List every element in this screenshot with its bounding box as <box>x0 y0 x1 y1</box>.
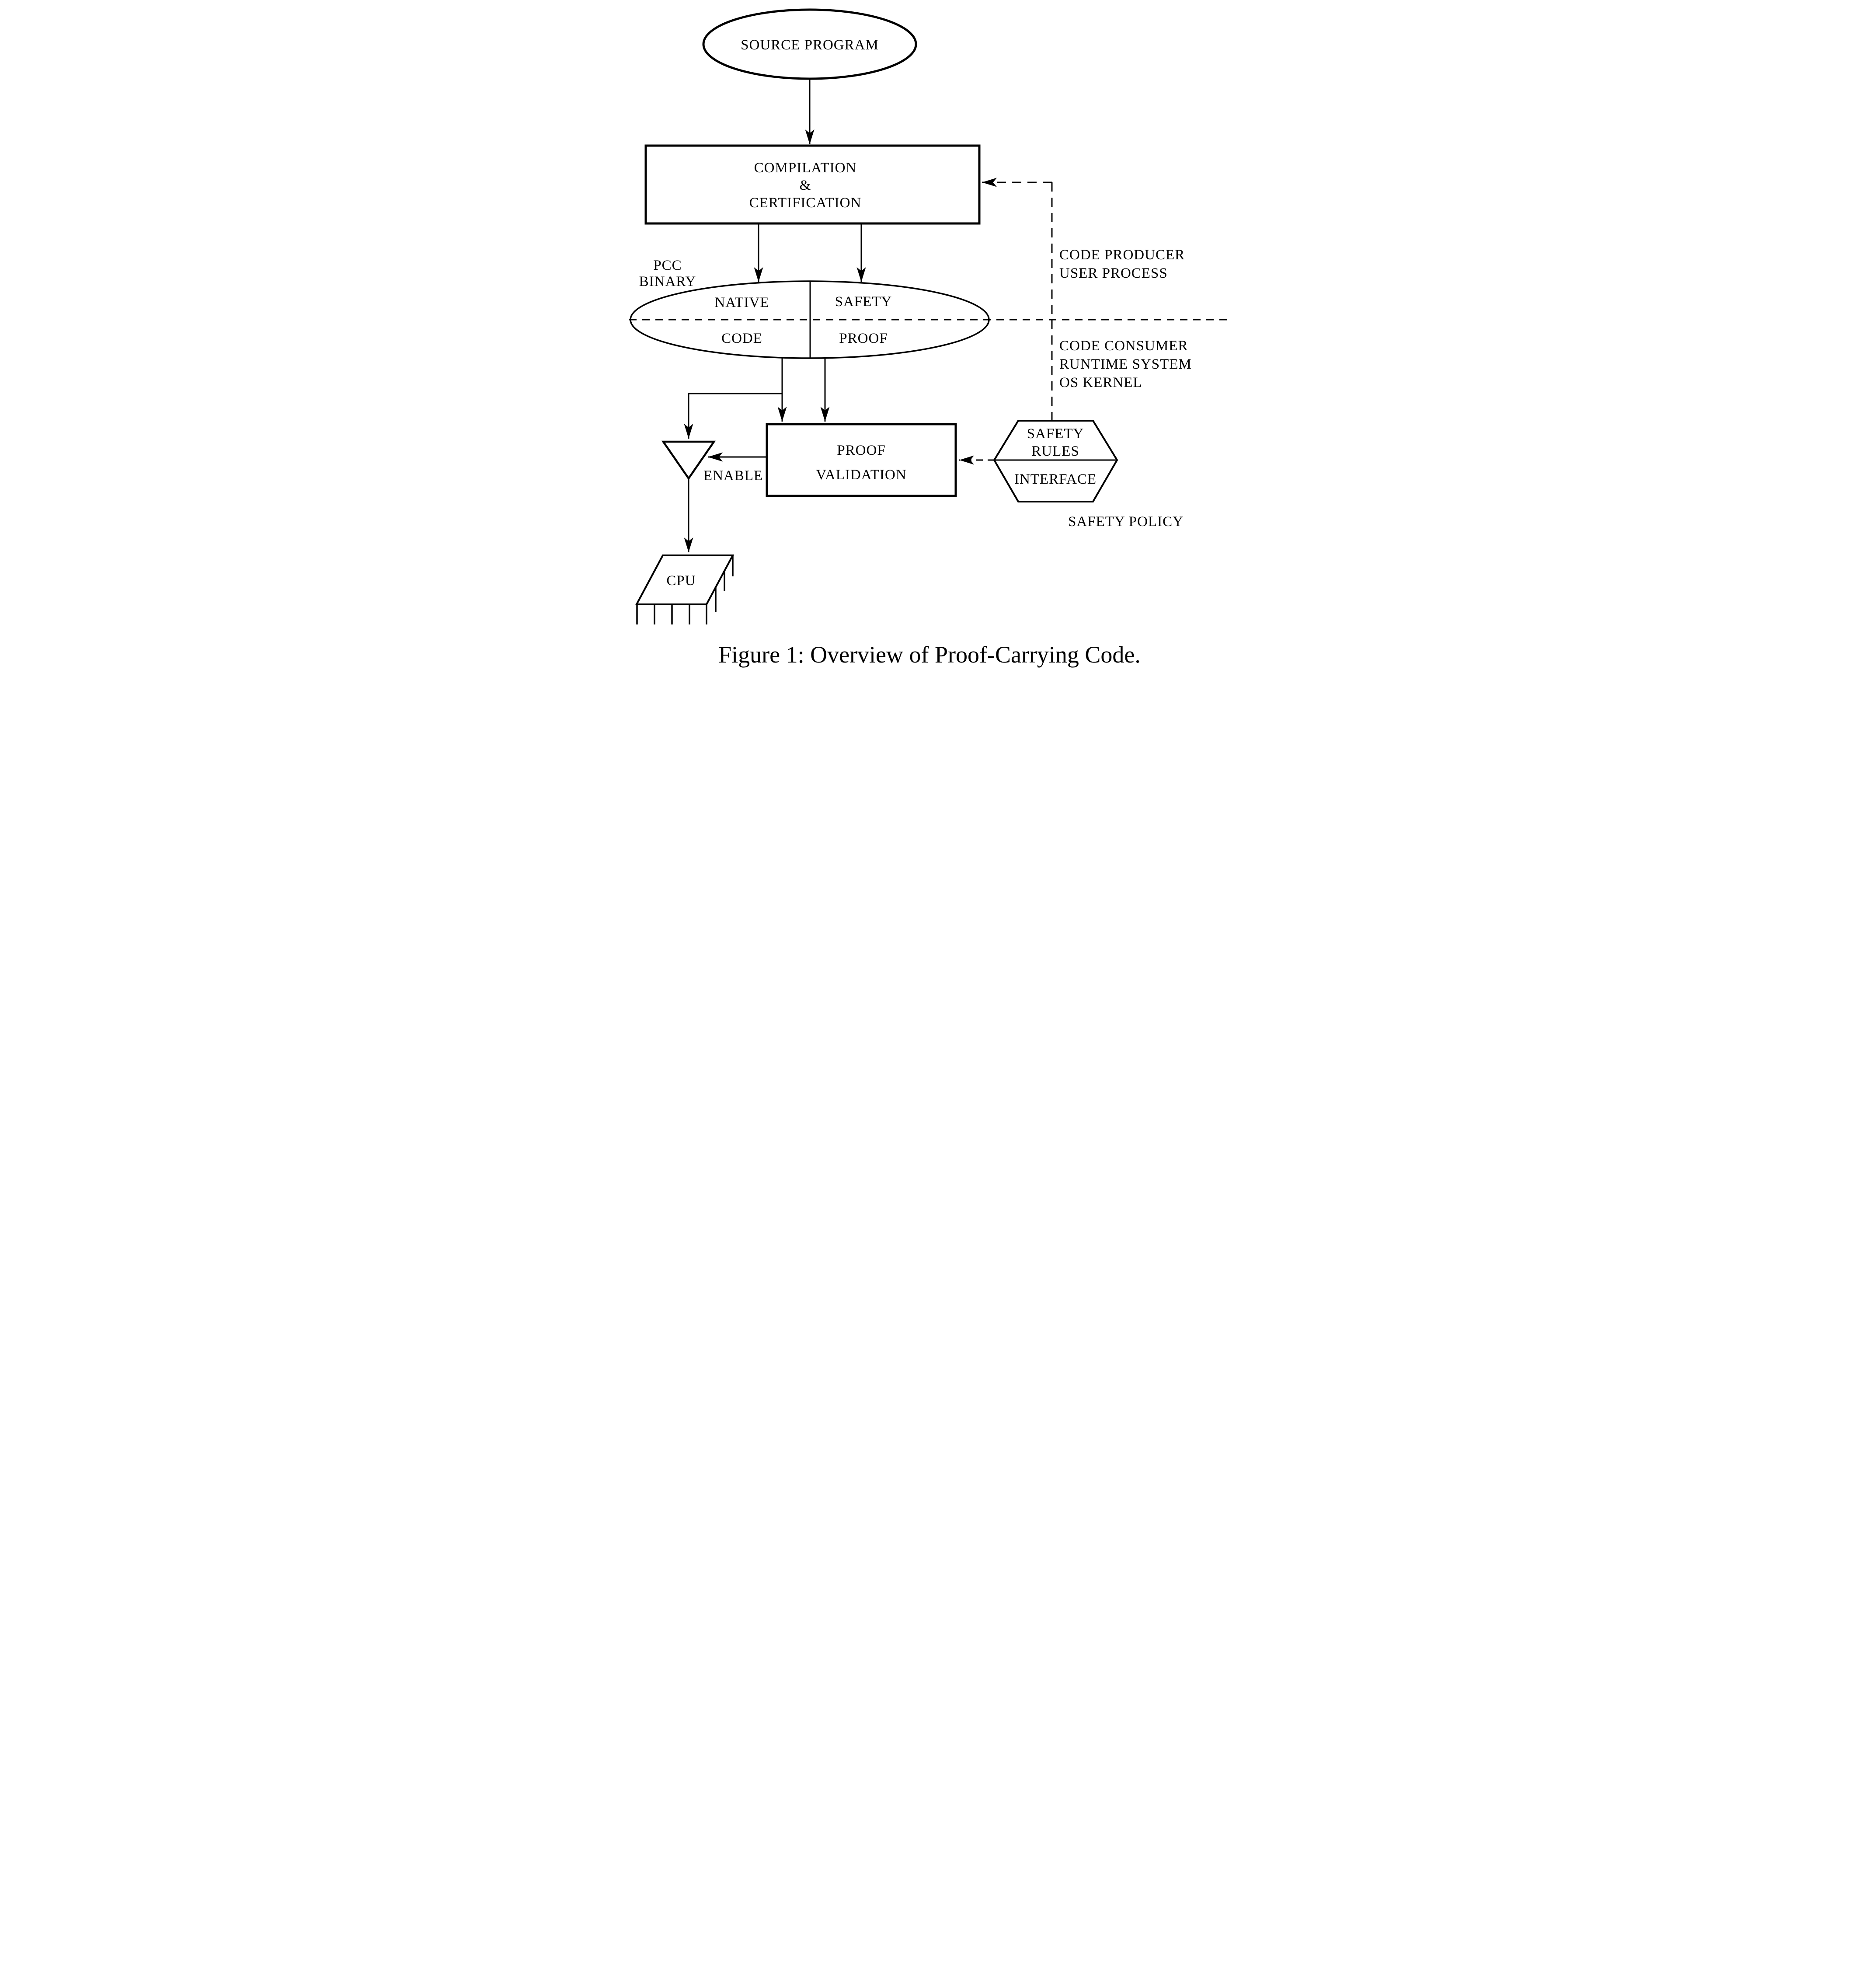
code-consumer-label-line2: RUNTIME SYSTEM <box>1059 356 1192 372</box>
code-producer-label-line2: USER PROCESS <box>1059 265 1168 281</box>
pcc-overview-figure: SOURCE PROGRAM COMPILATION & CERTIFICATI… <box>602 0 1250 696</box>
code-producer-label-line1: CODE PRODUCER <box>1059 247 1185 263</box>
safety-rules-label-line1: SAFETY <box>1027 426 1084 442</box>
compilation-label-line3: CERTIFICATION <box>749 195 861 211</box>
arrow-code-to-enable-gate <box>684 393 782 439</box>
pcc-binary-label-line1: PCC <box>653 258 682 273</box>
interface-label: INTERFACE <box>1014 471 1096 487</box>
compilation-label-line1: COMPILATION <box>754 160 856 176</box>
cpu-label: CPU <box>666 573 696 589</box>
source-program-label: SOURCE PROGRAM <box>741 37 879 53</box>
proof-validation-label-line2: VALIDATION <box>816 467 906 483</box>
native-label: NATIVE <box>714 295 769 310</box>
enable-label: ENABLE <box>703 468 762 484</box>
compilation-certification-box <box>644 144 980 225</box>
pcc-diagram-canvas: SOURCE PROGRAM COMPILATION & CERTIFICATI… <box>629 8 1227 668</box>
compilation-label-line2: & <box>799 178 811 193</box>
enable-gate-triangle <box>661 440 716 480</box>
code-consumer-label-line1: CODE CONSUMER <box>1059 338 1188 354</box>
safety-policy-label: SAFETY POLICY <box>1068 514 1184 530</box>
pcc-binary-ellipse <box>629 280 990 359</box>
figure-caption: Figure 1: Overview of Proof-Carrying Cod… <box>718 642 1141 668</box>
proof-label: PROOF <box>839 331 888 346</box>
proof-validation-label-line1: PROOF <box>837 443 885 458</box>
safety-rules-label-line2: RULES <box>1031 443 1079 459</box>
proof-validation-box <box>766 423 957 497</box>
cpu-chip-pins <box>636 556 734 624</box>
pcc-binary-label-line2: BINARY <box>639 274 696 289</box>
safety-label: SAFETY <box>835 294 892 310</box>
code-consumer-label-line3: OS KERNEL <box>1059 375 1142 391</box>
code-label: CODE <box>721 331 762 346</box>
